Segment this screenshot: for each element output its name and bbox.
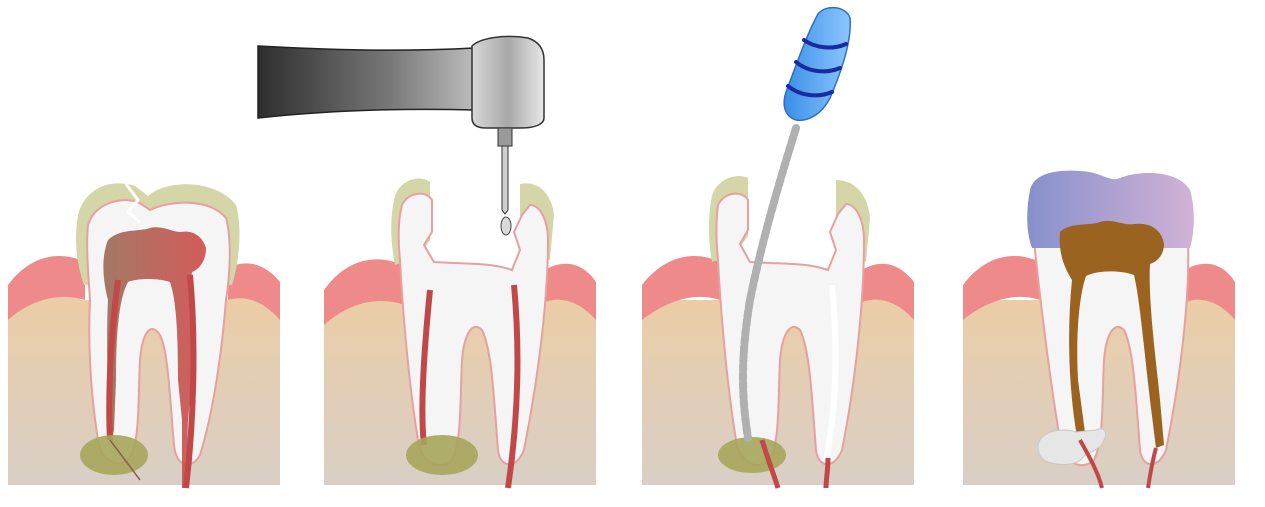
crack — [124, 183, 141, 224]
gum — [545, 263, 596, 320]
stage-infected-tooth — [8, 183, 280, 489]
canal — [419, 289, 433, 446]
drill-shank — [497, 127, 513, 147]
file-ring — [794, 60, 842, 74]
pulp-chamber — [103, 227, 206, 488]
abscess — [718, 437, 786, 473]
drill-bit — [501, 145, 509, 215]
abscess-trail — [109, 439, 141, 481]
stage-filing — [642, 6, 914, 489]
canal — [823, 457, 831, 489]
healed-area — [1037, 428, 1107, 465]
gum — [642, 255, 720, 320]
canal — [106, 279, 121, 441]
stage-drilling — [257, 35, 596, 489]
canal — [759, 439, 781, 489]
file-handle — [783, 6, 851, 122]
canal — [505, 284, 521, 489]
stage-filled-crowned — [963, 170, 1235, 489]
file-shaft — [739, 124, 800, 442]
canal — [1078, 439, 1104, 489]
dentin — [715, 192, 866, 467]
gum — [963, 255, 1040, 320]
abscess — [406, 435, 478, 475]
canal — [183, 274, 197, 489]
gum — [324, 259, 405, 325]
gum — [862, 263, 914, 320]
file-ring — [802, 38, 848, 50]
file-ring — [786, 84, 834, 98]
dentin — [397, 192, 550, 467]
drill-burr — [500, 216, 512, 236]
drill-handpiece — [257, 45, 477, 119]
abscess — [80, 435, 148, 475]
gum — [8, 255, 85, 320]
gum — [1185, 263, 1235, 320]
gum — [228, 263, 280, 320]
canal-cleaned — [823, 284, 839, 461]
canal — [1146, 447, 1158, 489]
filling — [1059, 220, 1164, 448]
drill-head — [471, 35, 545, 129]
